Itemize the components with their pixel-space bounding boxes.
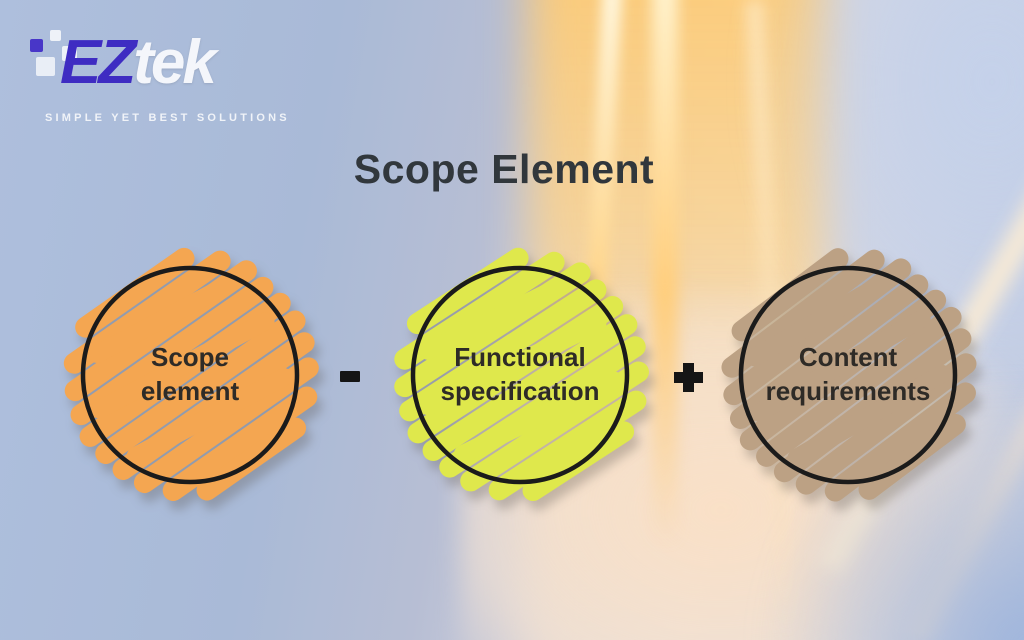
logo-square-icon bbox=[62, 46, 77, 61]
minus-operator: - bbox=[340, 371, 360, 382]
logo-brand-ez: EZ bbox=[60, 28, 136, 97]
eztek-logo: EZtek SIMPLE YET BEST SOLUTIONS bbox=[30, 28, 310, 130]
node-label: element bbox=[141, 376, 240, 406]
logo-square-icon bbox=[50, 30, 61, 41]
node-scope-element: Scope element bbox=[63, 247, 319, 502]
node-label: requirements bbox=[766, 376, 931, 406]
node-label: specification bbox=[441, 376, 600, 406]
logo-square-icon bbox=[36, 57, 55, 76]
logo-brand-tek: tek bbox=[133, 28, 217, 97]
logo-square-icon bbox=[30, 39, 43, 52]
node-outline bbox=[80, 265, 300, 485]
logo-tagline: SIMPLE YET BEST SOLUTIONS bbox=[45, 112, 290, 124]
node-label: Scope bbox=[151, 342, 229, 372]
node-label: Content bbox=[799, 342, 898, 372]
node-label: Functional bbox=[454, 342, 585, 372]
logo-wordmark: EZtek bbox=[60, 26, 217, 100]
scribble-fill bbox=[394, 247, 649, 502]
node-content-requirements: Content requirements bbox=[721, 248, 977, 502]
plus-operator: + bbox=[674, 363, 703, 392]
node-outline bbox=[410, 265, 630, 485]
node-outline bbox=[738, 265, 958, 485]
scribble-fill bbox=[63, 247, 319, 502]
page-title: Scope Element bbox=[353, 146, 655, 192]
node-functional-specification: Functional specification bbox=[394, 247, 649, 502]
